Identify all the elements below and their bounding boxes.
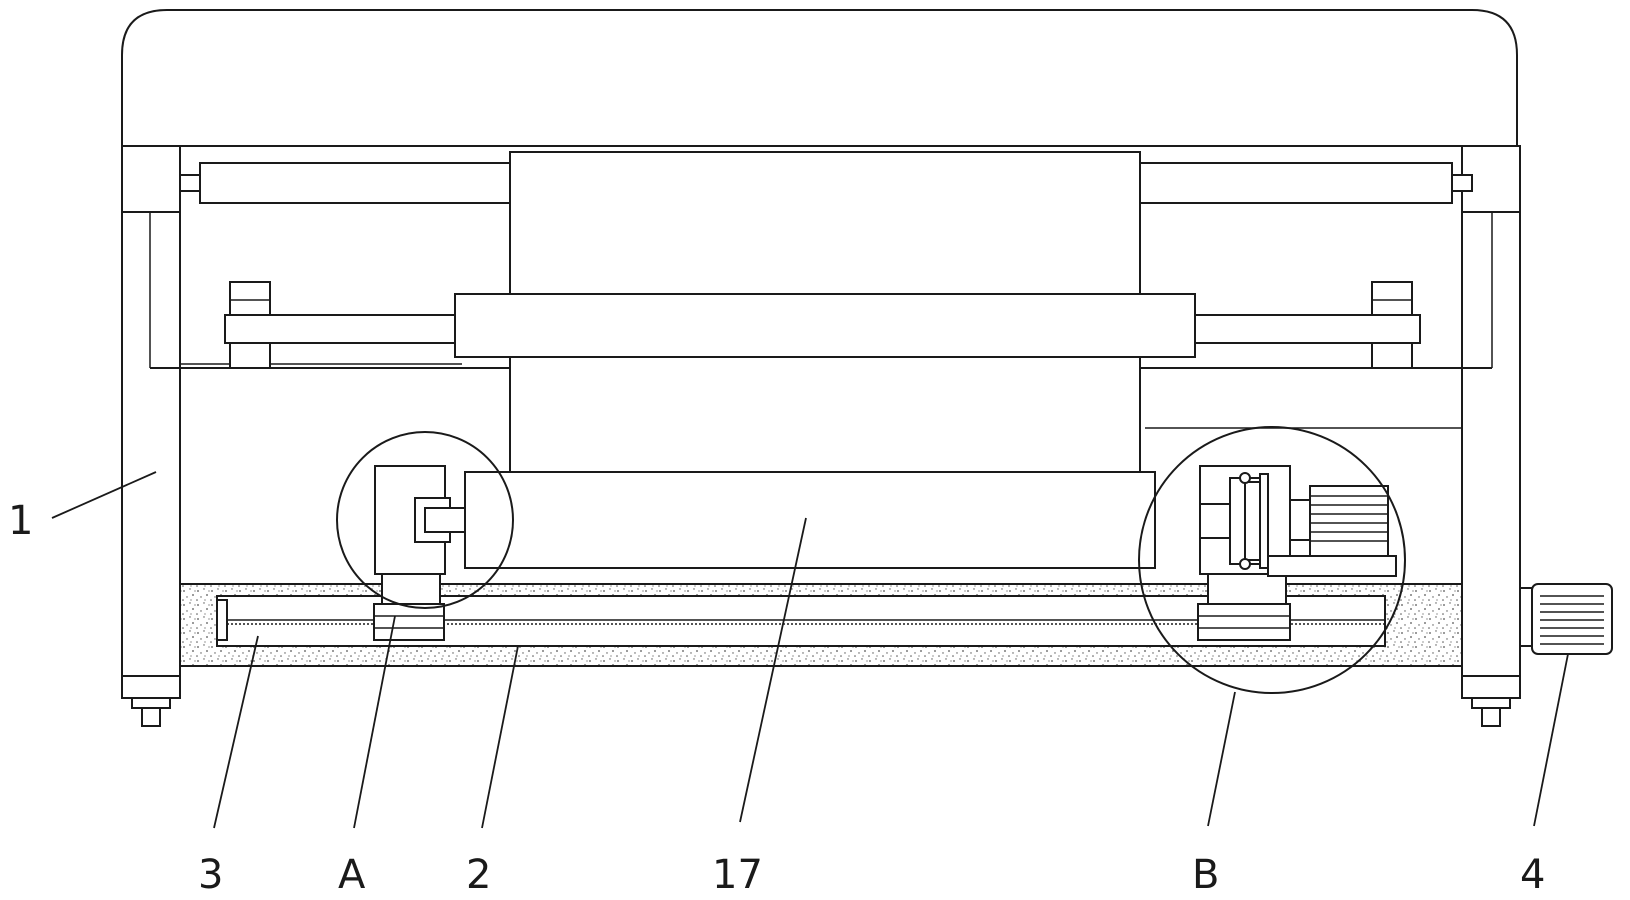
callout-3: 3 xyxy=(198,852,223,898)
callout-4: 4 xyxy=(1520,852,1545,898)
callout-1: 1 xyxy=(8,498,33,544)
middle-shaft xyxy=(225,282,1420,368)
left-caster xyxy=(122,676,180,726)
drive-motor xyxy=(1520,584,1612,654)
callout-2: 2 xyxy=(466,852,491,898)
top-cover xyxy=(122,10,1517,146)
callout-b: B xyxy=(1192,852,1219,898)
lower-roller xyxy=(465,472,1155,568)
callout-a: A xyxy=(338,852,366,898)
right-caster xyxy=(1462,676,1520,726)
left-post xyxy=(122,146,180,676)
right-post xyxy=(1462,146,1520,676)
callout-17: 17 xyxy=(712,852,763,898)
